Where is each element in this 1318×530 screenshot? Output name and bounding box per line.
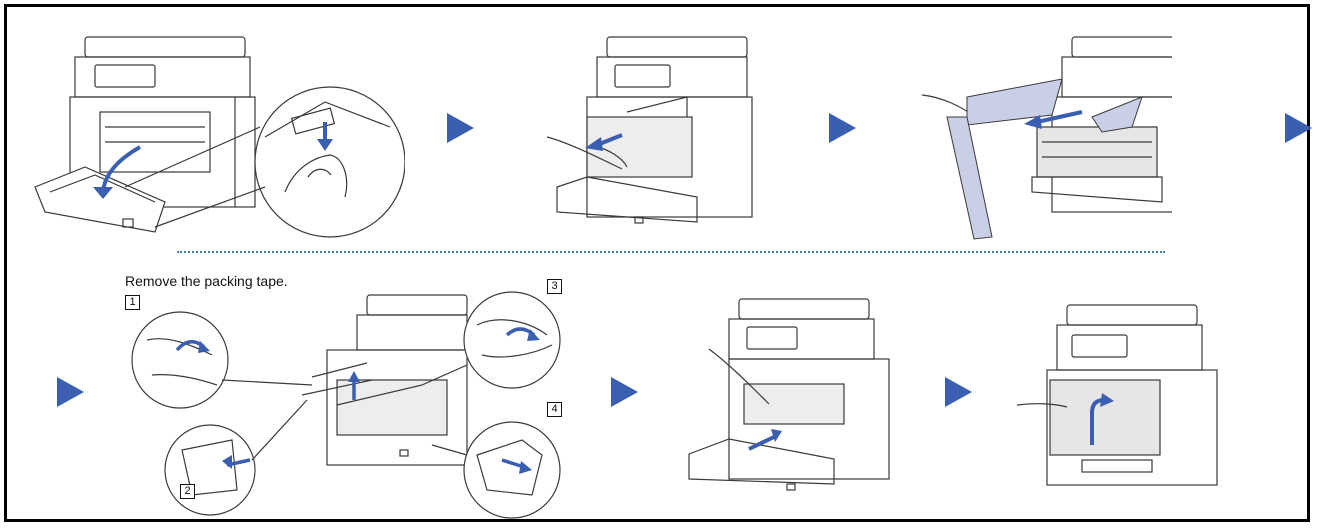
instruction-caption: Remove the packing tape. xyxy=(125,273,288,289)
illustration-open-front-cover xyxy=(25,17,405,247)
step-number-2: 2 xyxy=(180,484,195,499)
illustration-remove-drum-tape xyxy=(912,17,1172,242)
step-number-1: 1 xyxy=(125,295,140,310)
next-step-arrow-icon xyxy=(1285,113,1312,143)
instruction-sheet: Remove the packing tape. xyxy=(4,4,1312,525)
illustration-pull-drum-unit xyxy=(527,17,777,237)
step-number-4: 4 xyxy=(547,402,562,417)
illustration-packing-tape-steps xyxy=(122,285,577,525)
step-number-3: 3 xyxy=(547,279,562,294)
next-step-arrow-icon xyxy=(57,377,84,407)
section-divider xyxy=(177,251,1165,253)
illustration-close-front-cover xyxy=(1012,295,1232,495)
next-step-arrow-icon xyxy=(945,377,972,407)
next-step-arrow-icon xyxy=(829,113,856,143)
next-step-arrow-icon xyxy=(447,113,474,143)
next-step-arrow-icon xyxy=(611,377,638,407)
illustration-insert-drum-unit xyxy=(679,289,919,504)
